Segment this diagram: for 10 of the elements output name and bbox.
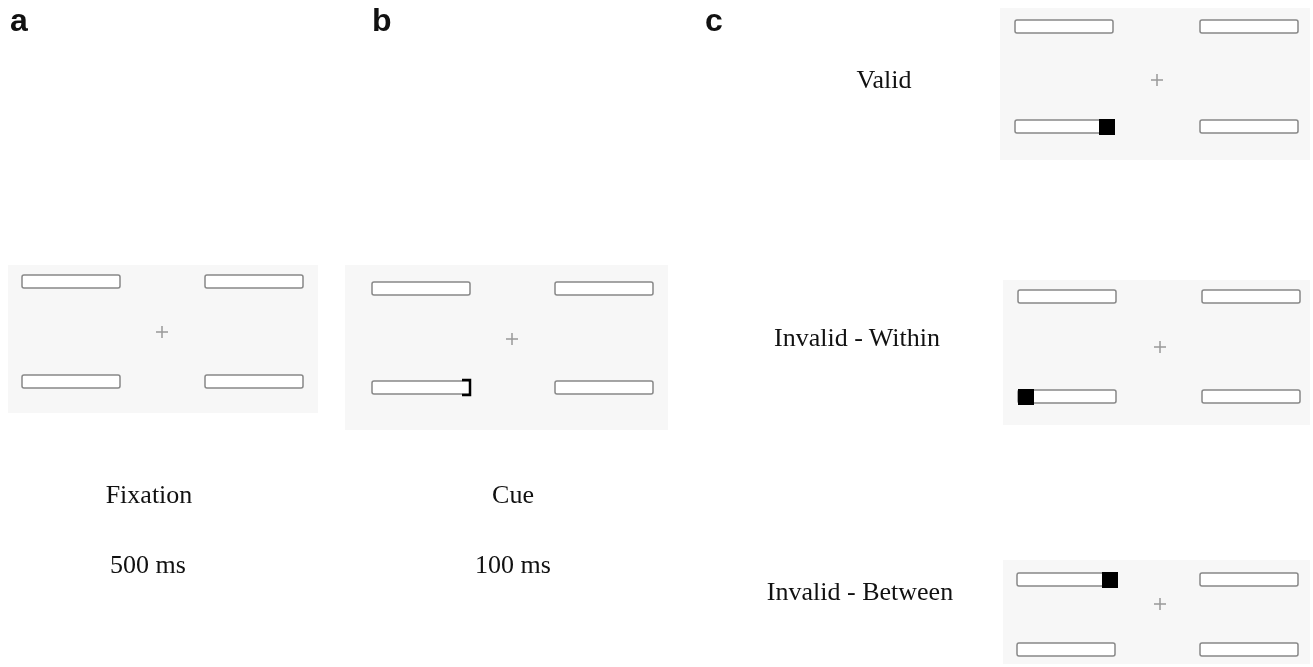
phase-label: Cue: [492, 480, 534, 510]
condition-label: Valid: [856, 65, 912, 95]
duration-label: 500 ms: [110, 550, 186, 580]
condition-label: Invalid - Within: [774, 323, 940, 353]
panel-letter: c: [705, 2, 723, 39]
panel-letter: b: [372, 2, 392, 39]
duration-label: 100 ms: [475, 550, 551, 580]
panel-letter: a: [10, 2, 28, 39]
phase-label: Fixation: [105, 480, 193, 510]
condition-label: Invalid - Between: [766, 577, 954, 607]
